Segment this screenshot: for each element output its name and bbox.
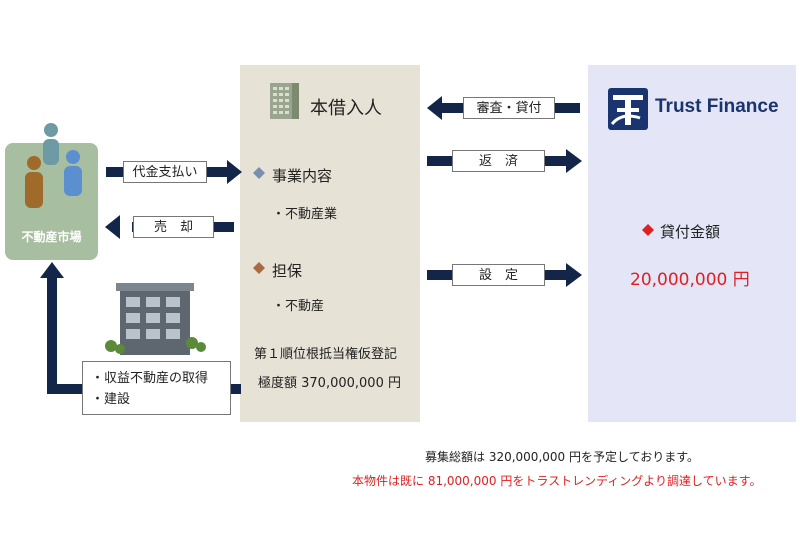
- loan-amount-label: 貸付金額: [660, 223, 721, 241]
- review-loan-label: 審査・貸付: [463, 97, 555, 119]
- business-heading: 事業内容: [272, 167, 333, 185]
- market-label: 不動産市場: [21, 230, 82, 244]
- repay-label: 返 済: [452, 150, 545, 172]
- repay-arrow: [427, 149, 582, 173]
- registration-text: 第１順位根抵当権仮登記: [254, 347, 398, 362]
- payment-label: 代金支払い: [123, 161, 207, 183]
- funding-note: 本物件は既に 81,000,000 円をトラストレンディングより調達しています。: [352, 474, 762, 488]
- loan-amount-value: 20,000,000 円: [630, 270, 750, 290]
- business-item: ・不動産業: [272, 207, 338, 222]
- amount-diamond-icon: [642, 224, 654, 236]
- collateral-item: ・不動産: [272, 299, 325, 314]
- business-diamond-icon: [253, 167, 265, 179]
- borrower-title: 本借入人: [310, 98, 382, 119]
- development-line-1: ・収益不動産の取得: [91, 371, 209, 386]
- sale-label: 売 却: [133, 216, 214, 238]
- collateral-heading: 担保: [272, 262, 303, 280]
- max-amount-text: 極度額 370,000,000 円: [258, 376, 401, 391]
- set-arrow: [427, 263, 582, 287]
- people-icon: [25, 123, 82, 208]
- total-offering-note: 募集総額は 320,000,000 円を予定しております。: [425, 450, 700, 464]
- apartment-building-icon: [105, 283, 206, 355]
- review-loan-arrow: [427, 96, 580, 120]
- collateral-diamond-icon: [253, 262, 265, 274]
- set-label: 設 定: [452, 264, 545, 286]
- office-building-icon: [270, 83, 299, 119]
- trust-finance-logo-mark: [608, 88, 648, 130]
- borrower-panel: [240, 65, 420, 422]
- development-box: ・収益不動産の取得 ・建設: [82, 361, 231, 415]
- development-line-2: ・建設: [91, 392, 131, 407]
- lender-name: Trust Finance: [655, 96, 779, 117]
- payment-arrow: [106, 160, 242, 184]
- development-arrow: [40, 262, 241, 394]
